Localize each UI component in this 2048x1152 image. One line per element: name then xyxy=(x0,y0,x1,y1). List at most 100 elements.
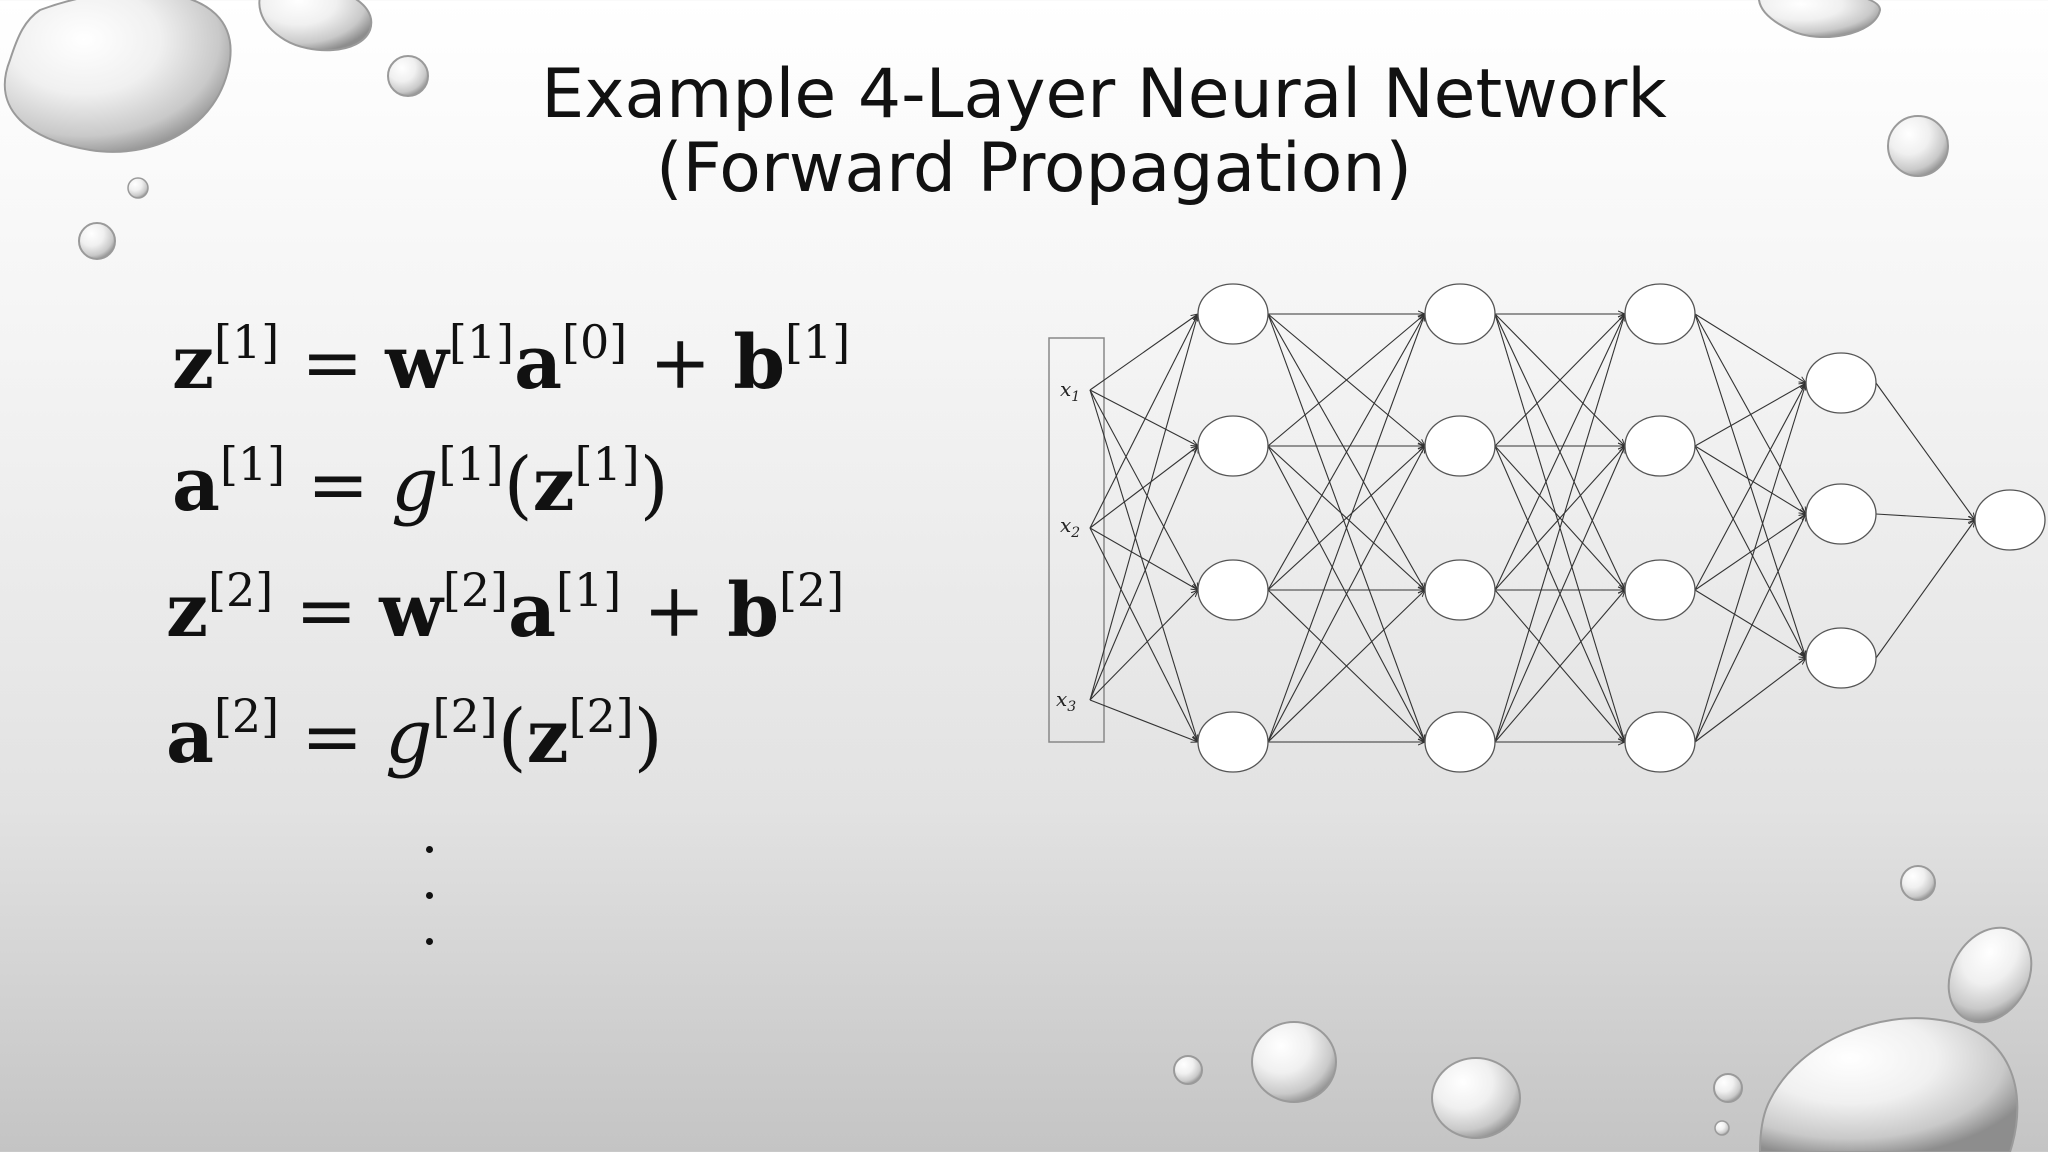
water-drop xyxy=(258,0,373,52)
input-label-x3: x3 xyxy=(1056,687,1076,715)
eq-superscript: [2] xyxy=(778,563,845,617)
connection-edge xyxy=(1494,590,1625,743)
connection-edge xyxy=(1267,446,1425,743)
connection-edge xyxy=(1694,658,1806,743)
eq-symbol: a xyxy=(508,568,557,654)
neuron-layer2-4 xyxy=(1424,711,1496,773)
eq-superscript: [2] xyxy=(432,689,498,743)
equation-z2: z[2]=w[2]a[1]+b[2] xyxy=(166,566,844,656)
eq-symbol: b xyxy=(727,568,779,654)
eq-symbol: z xyxy=(166,568,209,654)
connection-edge xyxy=(1494,314,1625,591)
water-drop xyxy=(1900,865,1936,901)
neuron-layer1-1 xyxy=(1197,283,1269,345)
connection-edge xyxy=(1089,314,1198,701)
eq-symbol: a xyxy=(166,694,214,780)
eq-superscript: [1] xyxy=(784,315,851,369)
connection-edge xyxy=(1089,527,1198,742)
connection-edge xyxy=(1694,589,1806,658)
neuron-layer2-1 xyxy=(1424,283,1496,345)
connection-edge xyxy=(1875,520,1975,659)
water-drop xyxy=(1714,1120,1730,1136)
neuron-layer3-3 xyxy=(1624,559,1696,621)
connection-edge xyxy=(1089,446,1198,701)
neuron-layer5-1 xyxy=(1974,489,2046,551)
eq-symbol: w xyxy=(379,568,443,654)
equation-z1: z[1]=w[1]a[0]+b[1] xyxy=(172,318,850,408)
equals-sign: = xyxy=(301,694,364,780)
equation-a2: a[2]=g[2](z[2]) xyxy=(166,692,663,782)
neuron-layer2-2 xyxy=(1424,415,1496,477)
water-drop xyxy=(1758,0,1882,38)
connection-edge xyxy=(1694,514,1806,591)
eq-symbol: z xyxy=(532,442,575,528)
input-layer-box xyxy=(1048,337,1105,743)
close-paren: ) xyxy=(639,442,669,528)
eq-superscript: [1] xyxy=(214,315,280,369)
neuron-layer1-4 xyxy=(1197,711,1269,773)
connection-edge xyxy=(1494,314,1625,743)
eq-superscript: [2] xyxy=(213,689,280,743)
neuron-layer4-3 xyxy=(1805,627,1877,689)
eq-symbol: w xyxy=(385,320,449,406)
equals-sign: = xyxy=(301,320,364,406)
eq-symbol: z xyxy=(526,694,569,780)
connection-edge xyxy=(1089,699,1198,742)
neuron-layer2-3 xyxy=(1424,559,1496,621)
connection-edge xyxy=(1267,314,1425,591)
eq-function: g xyxy=(391,442,439,528)
water-drop xyxy=(1251,1021,1337,1103)
connection-edge xyxy=(1694,383,1806,743)
water-drop xyxy=(1713,1073,1743,1103)
eq-superscript: [1] xyxy=(438,437,504,491)
eq-superscript: [1] xyxy=(448,315,515,369)
water-drop xyxy=(387,55,429,97)
plus-sign: + xyxy=(649,320,712,406)
connections xyxy=(1089,313,1975,743)
connection-edge xyxy=(1694,383,1806,447)
eq-superscript: [2] xyxy=(208,563,274,617)
connection-edge xyxy=(1494,446,1625,591)
connection-edge xyxy=(1494,314,1625,447)
eq-symbol: a xyxy=(514,320,563,406)
connection-edge xyxy=(1089,527,1198,590)
connection-edge xyxy=(1494,446,1625,743)
connection-edge xyxy=(1694,313,1806,383)
input-label-x1: x1 xyxy=(1060,377,1080,405)
neuron-layer4-2 xyxy=(1805,483,1877,545)
connection-edge xyxy=(1694,514,1806,743)
connection-edge xyxy=(1089,314,1198,391)
water-drop xyxy=(78,222,116,260)
open-paren: ( xyxy=(497,694,527,780)
eq-superscript: [1] xyxy=(574,437,640,491)
water-drop xyxy=(127,177,149,199)
water-drop xyxy=(1947,926,2033,1024)
connection-edge xyxy=(1267,314,1425,447)
eq-symbol: a xyxy=(172,442,220,528)
eq-superscript: [2] xyxy=(442,563,509,617)
eq-superscript: [1] xyxy=(556,563,622,617)
connection-edge xyxy=(1875,382,1975,520)
plus-sign: + xyxy=(643,568,706,654)
eq-superscript: [0] xyxy=(562,315,628,369)
eq-function: g xyxy=(385,694,433,780)
connection-edge xyxy=(1089,446,1198,529)
connection-edge xyxy=(1267,314,1425,743)
water-drop xyxy=(1887,115,1949,177)
eq-symbol: z xyxy=(172,320,215,406)
slide-title-line-1: Example 4-Layer Neural Network xyxy=(541,55,1667,134)
neuron-layer1-3 xyxy=(1197,559,1269,621)
connection-edge xyxy=(1267,446,1425,591)
neurons xyxy=(1197,283,2046,773)
input-label-x2: x2 xyxy=(1060,513,1080,541)
connection-edge xyxy=(1694,445,1806,514)
connection-edge xyxy=(1089,389,1198,446)
connection-edge xyxy=(1089,590,1198,701)
water-drop xyxy=(1431,1057,1521,1139)
water-drop xyxy=(1173,1055,1203,1085)
water-drop xyxy=(3,0,232,153)
ellipsis-dot xyxy=(426,938,433,945)
